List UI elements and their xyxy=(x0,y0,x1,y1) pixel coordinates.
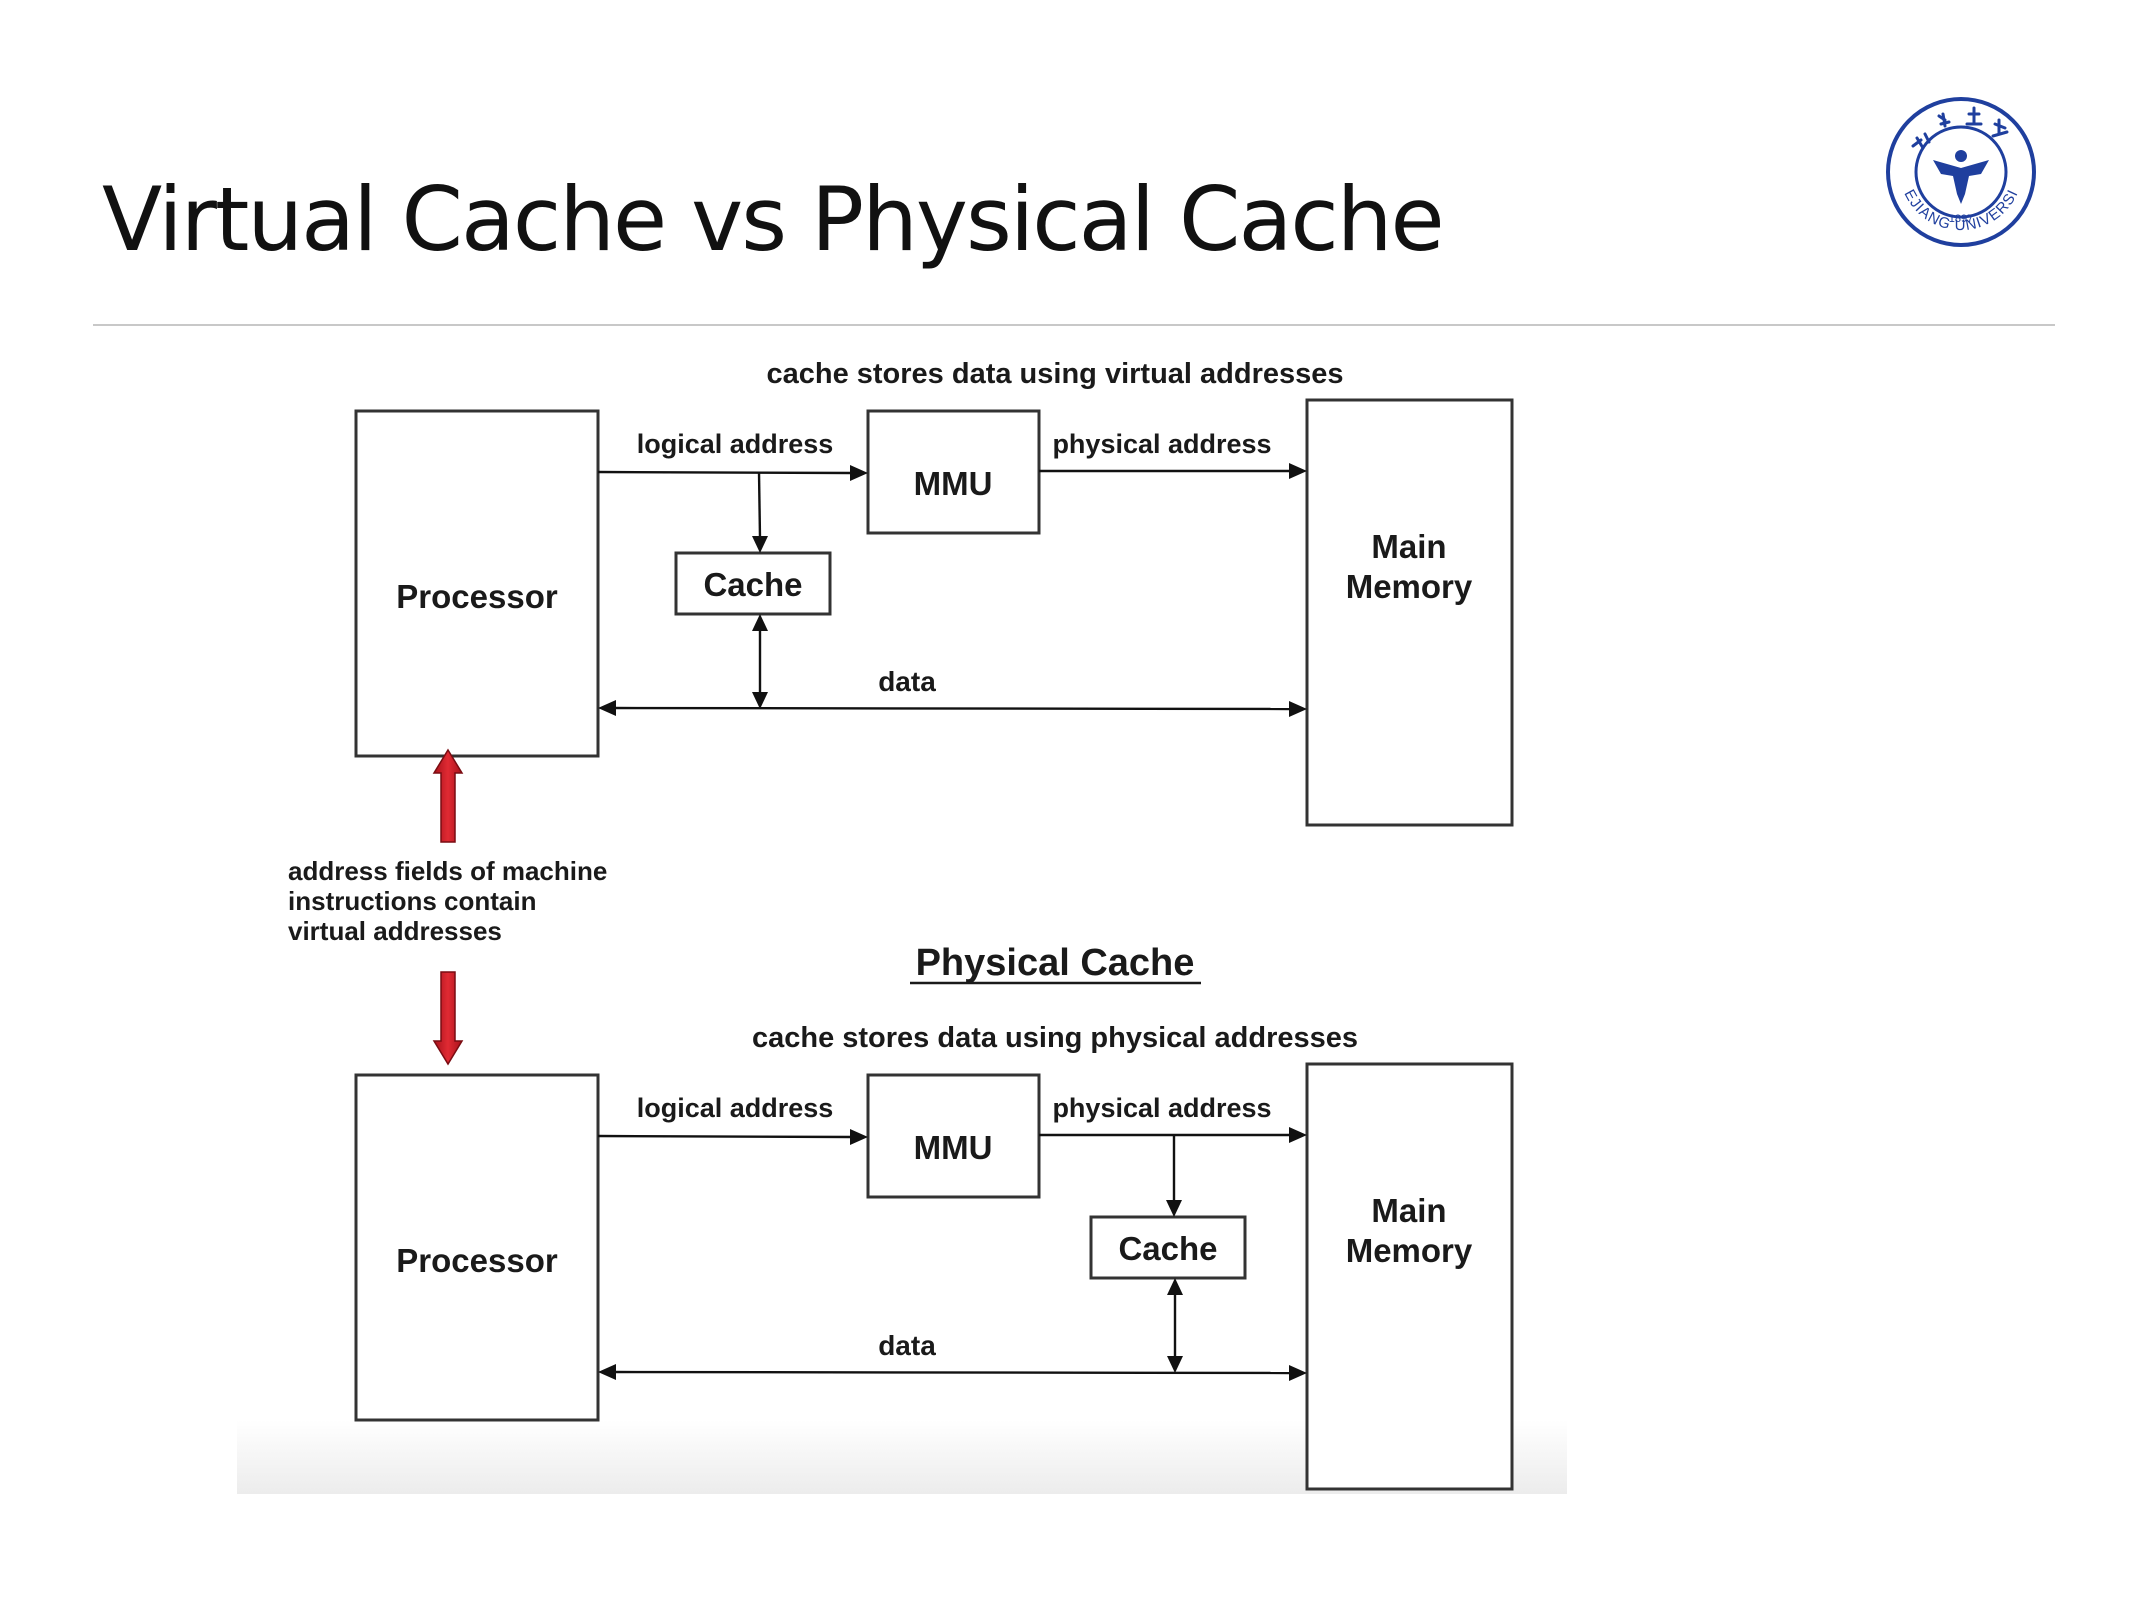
processor-label-bottom: Processor xyxy=(396,1242,558,1279)
cache-box-top xyxy=(674,551,832,616)
physical-cache-caption: cache stores data using physical address… xyxy=(752,1022,1358,1054)
processor-box-bottom xyxy=(354,1073,600,1422)
physical-address-arrowhead-top xyxy=(1289,463,1307,479)
physical-cache-heading: Physical Cache xyxy=(916,942,1195,984)
logo-year: 1897 xyxy=(1949,213,1973,225)
title-divider xyxy=(93,324,2055,326)
physical-address-arrowhead-bottom xyxy=(1289,1127,1307,1143)
logical-address-label-top: logical address xyxy=(637,429,834,459)
data-bus-arrowhead-right-bottom xyxy=(1289,1365,1307,1381)
data-label-top: data xyxy=(878,666,936,697)
logical-address-arrowhead-top xyxy=(850,465,868,481)
data-bus-arrowhead-left-bottom xyxy=(598,1364,616,1380)
main-memory-label-top-line2: Memory xyxy=(1346,568,1473,605)
virtual-address-note: address fields of machine instructions c… xyxy=(288,748,607,1066)
data-bus-top xyxy=(613,706,1292,711)
processor-label-top: Processor xyxy=(396,578,558,615)
cache-box-bottom xyxy=(1089,1215,1247,1280)
mmu-label-top: MMU xyxy=(914,465,993,502)
red-up-arrow xyxy=(432,748,464,843)
main-memory-label-bottom-line1: Main xyxy=(1371,1192,1446,1229)
data-label-bottom: data xyxy=(878,1330,936,1361)
logical-address-label-bottom: logical address xyxy=(637,1093,834,1123)
virtual-cache-diagram: cache stores data using virtual addresse… xyxy=(354,358,1514,827)
cache-data-arrowhead-down-top xyxy=(752,692,768,709)
physical-address-label-top: physical address xyxy=(1052,429,1271,459)
seal-glyphs xyxy=(1911,106,2009,150)
cache-data-arrowhead-up-bottom xyxy=(1167,1278,1183,1295)
cache-data-arrowhead-down-bottom xyxy=(1167,1356,1183,1373)
logical-address-arrow-bottom xyxy=(597,1134,853,1139)
physical-cache-diagram: Physical Cache cache stores data using p… xyxy=(354,942,1514,1491)
virtual-cache-caption: cache stores data using virtual addresse… xyxy=(766,358,1343,390)
main-memory-label-top-line1: Main xyxy=(1371,528,1446,565)
mmu-box-bottom xyxy=(866,1073,1041,1199)
data-bus-arrowhead-left-top xyxy=(598,700,616,716)
processor-box-top xyxy=(354,409,600,758)
main-memory-label-bottom-line2: Memory xyxy=(1346,1232,1473,1269)
red-down-arrow xyxy=(432,971,464,1066)
logical-address-arrowhead-bottom xyxy=(850,1129,868,1145)
note-line2: instructions contain xyxy=(288,886,536,916)
slide-title: Virtual Cache vs Physical Cache xyxy=(102,168,1445,271)
logical-to-cache-arrow-top xyxy=(757,471,762,539)
physical-to-cache-arrowhead-bottom xyxy=(1166,1200,1182,1217)
cache-label-top: Cache xyxy=(703,566,802,603)
note-line3: virtual addresses xyxy=(288,916,502,946)
eagle-emblem xyxy=(1933,160,1989,204)
mmu-label-bottom: MMU xyxy=(914,1129,993,1166)
data-bus-bottom xyxy=(613,1370,1292,1375)
logical-to-cache-arrowhead-top xyxy=(752,536,768,553)
cache-label-bottom: Cache xyxy=(1118,1230,1217,1267)
note-line1: address fields of machine xyxy=(288,856,607,886)
main-memory-box-bottom xyxy=(1305,1062,1514,1491)
data-bus-arrowhead-right-top xyxy=(1289,701,1307,717)
logical-address-arrow-top xyxy=(597,470,853,475)
physical-address-label-bottom: physical address xyxy=(1052,1093,1271,1123)
zhejiang-university-logo: 1897 ZHEJIANG UNIVERSITY xyxy=(1883,94,2036,247)
main-memory-box-top xyxy=(1305,398,1514,827)
cache-data-arrowhead-up-top xyxy=(752,614,768,631)
